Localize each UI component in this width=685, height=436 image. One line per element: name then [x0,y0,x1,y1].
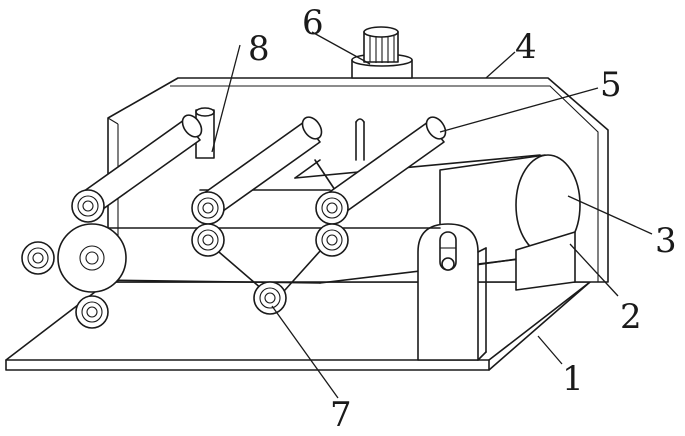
right-bracket [515,231,576,291]
tension-roller [253,281,287,315]
upper-roller-middle [191,116,323,225]
frame-slot [355,118,365,161]
label-1: 1 [562,359,584,399]
middle-roller-right [315,223,349,257]
middle-roller-left [21,241,55,275]
guide-post [195,107,215,159]
front-support [417,223,487,361]
label-7: 7 [330,395,352,435]
label-5: 5 [600,65,622,105]
label-2: 2 [620,297,642,337]
motor [351,26,413,79]
label-4: 4 [515,27,537,67]
lower-roller-left [75,295,109,329]
label-3: 3 [655,221,677,261]
large-roller [57,223,127,293]
label-8: 8 [248,29,270,69]
leader-lines [211,31,653,399]
upper-roller-left [71,114,203,223]
middle-roller-center [191,223,225,257]
upper-roller-right [315,116,447,225]
label-6: 6 [302,3,324,43]
